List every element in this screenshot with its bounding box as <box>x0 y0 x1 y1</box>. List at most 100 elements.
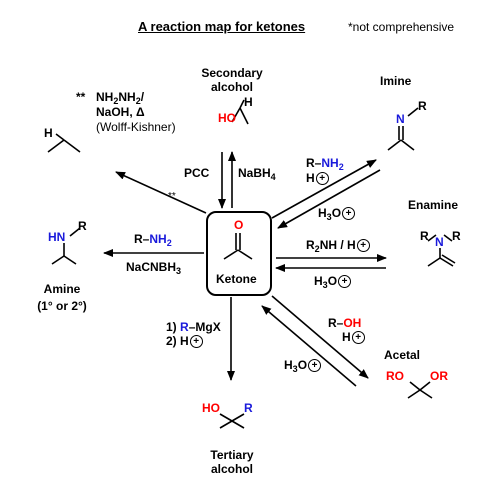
reagent-acetal-forward: R–OH H+ <box>328 316 365 344</box>
reagent-imine-rev-o: O <box>331 206 342 220</box>
reagent-imine-sub: 2 <box>338 162 344 172</box>
enamine-r-right: R <box>452 229 461 243</box>
reagent-amine-sub: 2 <box>166 238 172 248</box>
imine-structure <box>387 107 419 151</box>
reagent-imine-acid: H+ <box>306 171 344 185</box>
reagent-enamine-r: R <box>306 238 315 252</box>
reagent-imine-reverse: H3O+ <box>318 206 356 222</box>
reagent-amine-nh: NH <box>149 232 167 246</box>
reagent-acetal-rev-sub: 3 <box>292 364 298 374</box>
tertiary-alcohol-line1: Tertiary <box>210 448 254 462</box>
reagent-enamine-reverse: H3O+ <box>314 274 352 290</box>
plus-charge-icon: + <box>342 207 356 220</box>
acetal-or-right: OR <box>430 369 448 383</box>
reagent-grignard-num1: 1) <box>166 320 177 334</box>
acetal-ro-left: RO <box>386 369 404 383</box>
reagent-grignard-r: R <box>180 320 189 334</box>
imine-r: R <box>418 99 427 113</box>
reagent-pcc: PCC <box>184 166 210 180</box>
reagent-nacnbh-sub: 3 <box>176 266 182 276</box>
wk-stars: ** <box>76 90 86 104</box>
reagent-acetal-rev-o: O <box>297 358 308 372</box>
reagent-nabh4: NaBH4 <box>238 166 276 182</box>
amine-hn: HN <box>48 230 66 244</box>
tertiary-alcohol-r: R <box>244 401 253 415</box>
wk-line2: NaOH, Δ <box>96 105 145 119</box>
reagent-imine-amine: R–NH2 <box>306 156 344 172</box>
reagent-enamine-forward: R2NH / H+ <box>306 238 370 254</box>
reagent-grignard-mgx: –MgX <box>188 320 221 334</box>
reagent-grignard: 1) R–MgX 2) H+ <box>166 320 221 348</box>
tertiary-alcohol-structure <box>219 413 245 429</box>
reagent-acetal-oh: OH <box>343 316 362 330</box>
plus-charge-icon: + <box>308 359 322 372</box>
footnote: *not comprehensive <box>348 20 455 34</box>
diagram-title: A reaction map for ketones <box>138 19 306 34</box>
arrow-acetal-reverse <box>261 305 357 387</box>
reagent-grignard-num2: 2) <box>166 334 177 348</box>
reagent-nabh4-sub: 4 <box>270 172 276 182</box>
reagent-acetal-reverse: H3O+ <box>284 358 322 374</box>
wk-nh-2: NH <box>118 90 136 104</box>
reagent-acetal-r: R– <box>328 316 344 330</box>
ketone-oxygen: O <box>234 218 244 232</box>
amine-structure <box>51 227 81 265</box>
imine-n: N <box>396 112 405 126</box>
plus-charge-icon: + <box>356 239 370 252</box>
acetal-structure <box>407 381 433 399</box>
reagent-amine-reducer: NaCNBH3 <box>126 260 182 276</box>
secondary-alcohol-line1: Secondary <box>201 66 263 80</box>
plus-charge-icon: + <box>315 172 329 185</box>
wk-line3: (Wolff-Kishner) <box>96 120 176 134</box>
wk-sub-1: 2 <box>113 96 119 106</box>
reagent-imine-forward: R–NH2 H+ <box>306 156 344 185</box>
enamine-r-left: R <box>420 229 429 243</box>
alkane-structure <box>47 133 81 153</box>
acetal-label: Acetal <box>384 348 421 362</box>
reagent-amine-forward: R–NH2 <box>134 232 172 248</box>
plus-charge-icon: + <box>189 335 203 348</box>
reagent-amine-r: R– <box>134 232 150 246</box>
ketone-box <box>206 211 272 296</box>
reagent-acetal-acid: H+ <box>328 330 365 344</box>
wk-arrow-stars: ** <box>168 191 176 202</box>
secondary-alcohol-structure <box>231 99 249 125</box>
reagent-imine-rev-h: H <box>318 206 327 220</box>
reagent-grignard-h: H <box>180 334 189 348</box>
arrow-imine-reverse <box>277 169 381 229</box>
secondary-alcohol-line2: alcohol <box>210 80 253 94</box>
reagent-nacnbh: NaCNBH <box>126 260 177 274</box>
imine-label: Imine <box>380 74 412 88</box>
amine-r: R <box>78 219 87 233</box>
reagent-enamine-rev-o: O <box>327 274 338 288</box>
enamine-label: Enamine <box>408 198 459 212</box>
reagent-acetal-rev-h: H <box>284 358 293 372</box>
reagent-acetal-h: H <box>342 330 351 344</box>
reagent-enamine-rev-sub: 3 <box>322 280 328 290</box>
reagent-acetal-alcohol: R–OH <box>328 316 365 330</box>
reagent-enamine-sub: 2 <box>314 244 320 254</box>
wk-nh-1: NH <box>96 90 114 104</box>
reagent-enamine-nh: NH / H <box>319 238 356 252</box>
reagent-imine-nh: NH <box>321 156 339 170</box>
arrow-wolff-kishner <box>115 171 207 214</box>
ketone-label: Ketone <box>216 272 257 286</box>
secondary-alcohol-label: Secondary alcohol <box>190 66 274 94</box>
reagent-grignard-step2: 2) H+ <box>166 334 221 348</box>
enamine-structure <box>427 234 456 267</box>
arrow-acetal-forward <box>271 295 369 379</box>
reagent-grignard-step1: 1) R–MgX <box>166 320 221 334</box>
tertiary-alcohol-label: Tertiary alcohol <box>190 448 274 476</box>
secondary-alcohol-ho: HO <box>218 111 236 125</box>
wk-sub-2: 2 <box>135 96 141 106</box>
reagent-imine-h: H <box>306 171 315 185</box>
wk-line1: NH2NH2/ <box>96 90 144 106</box>
enamine-n: N <box>435 235 444 249</box>
alkane-h-left: H <box>44 126 53 140</box>
reagent-imine-rev-sub: 3 <box>326 212 332 222</box>
tertiary-alcohol-ho: HO <box>202 401 220 415</box>
tertiary-alcohol-line2: alcohol <box>210 462 253 476</box>
ketone-structure <box>223 233 253 260</box>
reagent-imine-r: R– <box>306 156 322 170</box>
